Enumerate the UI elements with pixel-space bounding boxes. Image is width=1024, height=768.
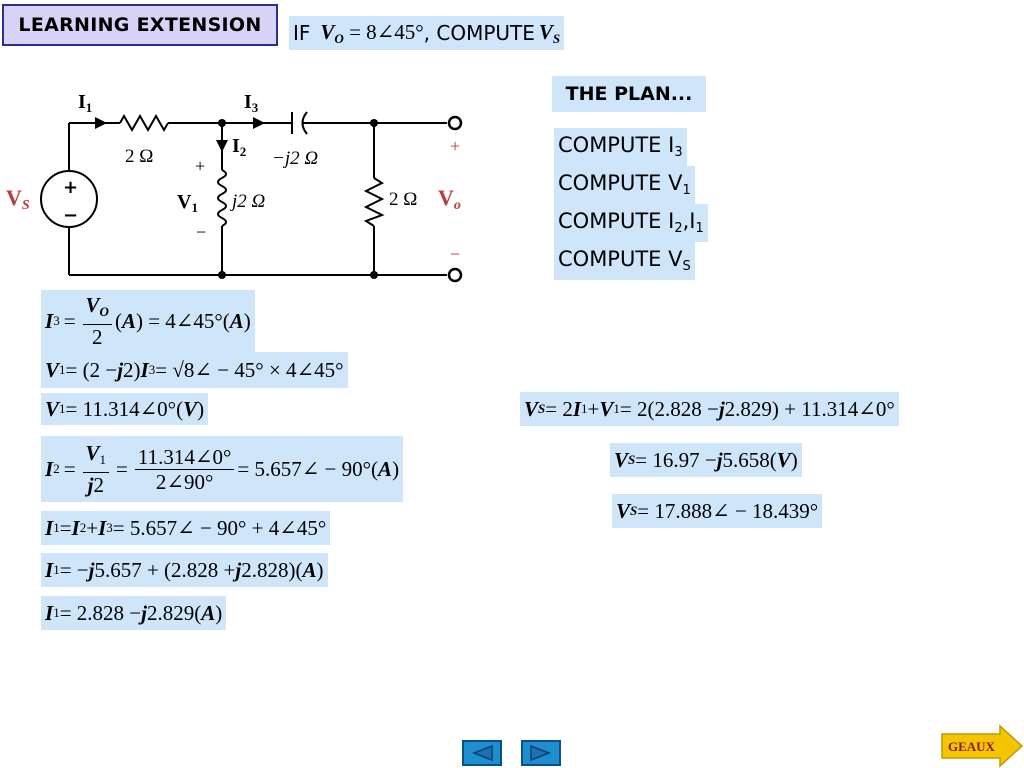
resistor-r2-label: 2 Ω — [389, 189, 417, 210]
plan-step-3: COMPUTE I2,I1 — [554, 204, 708, 242]
arrow-right-icon — [530, 744, 552, 762]
arrow-left-icon — [471, 744, 493, 762]
svg-text:V1: V1 — [177, 191, 198, 215]
svg-text:Vo: Vo — [438, 185, 461, 213]
capacitor-label: −j2 Ω — [272, 148, 318, 169]
vo-plus-sign: + — [450, 136, 460, 156]
circuit-diagram: I1 I3 I2 2 Ω −j2 Ω j2 Ω 2 Ω V1 + − VS Vo… — [6, 91, 463, 283]
geaux-label: GEAUX — [948, 739, 996, 754]
svg-text:I1: I1 — [78, 91, 92, 115]
current-I2-label: I — [232, 135, 240, 157]
voltage-source — [40, 170, 98, 228]
output-Vo-label: V — [438, 185, 454, 210]
voltage-V1-label: V — [177, 191, 192, 213]
geaux-button[interactable]: GEAUX — [940, 724, 1024, 768]
geaux-arrow-icon — [941, 724, 1024, 768]
title-badge: LEARNING EXTENSION — [2, 4, 278, 46]
svg-text:VS: VS — [6, 185, 30, 213]
plan-heading: THE PLAN... — [552, 76, 706, 112]
svg-text:I3: I3 — [244, 91, 259, 115]
resistor-r1-label: 2 Ω — [125, 146, 153, 167]
current-I1-label: I — [78, 91, 86, 113]
previous-slide-button[interactable] — [462, 740, 502, 766]
problem-statement: IF VO = 8∠45° , COMPUTE VS — [289, 16, 565, 50]
inductor-label: j2 Ω — [229, 191, 266, 212]
v1-minus-sign: − — [196, 222, 206, 242]
next-slide-button[interactable] — [521, 740, 561, 766]
plan-step-1: COMPUTE I3 — [554, 128, 687, 166]
source-plus-sign: + — [63, 177, 78, 198]
svg-text:I2: I2 — [232, 135, 246, 159]
source-VS-label: V — [6, 185, 22, 210]
plan-step-2: COMPUTE V1 — [554, 166, 695, 204]
source-minus-sign: − — [63, 205, 78, 226]
plan-step-4: COMPUTE VS — [554, 242, 695, 280]
vo-minus-sign: − — [450, 244, 460, 264]
title-text: LEARNING EXTENSION — [18, 14, 262, 36]
v1-plus-sign: + — [195, 156, 205, 176]
current-I3-label: I — [244, 91, 252, 113]
